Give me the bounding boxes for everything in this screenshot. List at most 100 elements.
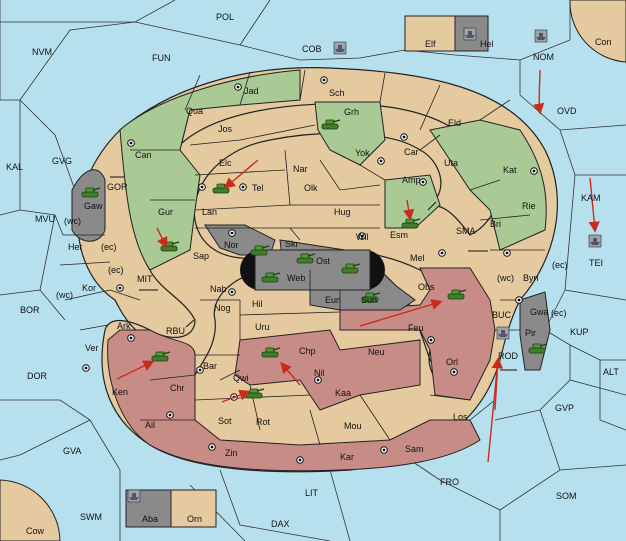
label-ark: Ark bbox=[117, 321, 131, 331]
label-can: Can bbox=[135, 150, 152, 160]
label-sun: Sun bbox=[361, 295, 377, 305]
label-cob: COB bbox=[302, 44, 322, 54]
province-orn[interactable] bbox=[170, 489, 217, 528]
label-gvg: GVG bbox=[52, 156, 72, 166]
label-hel: Hel bbox=[480, 39, 494, 49]
label-jos: Jos bbox=[218, 124, 233, 134]
label-eun: Eun bbox=[325, 295, 341, 305]
red-region-3 bbox=[339, 267, 496, 401]
label-gor: GOR bbox=[107, 182, 128, 192]
sea-labels: POL FUN COB NVM NOM OVD KAL GVG GOR KAM … bbox=[6, 12, 619, 536]
label-alt: ALT bbox=[603, 367, 619, 377]
label-ovd: OVD bbox=[557, 106, 577, 116]
label-wil: Wil bbox=[356, 232, 369, 242]
label-orl: Orl bbox=[446, 357, 458, 367]
label-fro: FRO bbox=[440, 477, 459, 487]
label-rot: Rot bbox=[256, 417, 271, 427]
label-feu: Feu bbox=[408, 323, 424, 333]
province-con[interactable] bbox=[569, 0, 626, 63]
label-skr: Skr bbox=[285, 239, 299, 249]
label-nvm: NVM bbox=[32, 47, 52, 57]
label-los: Los bbox=[453, 412, 468, 422]
province-cow[interactable] bbox=[0, 479, 61, 541]
label-grh: Grh bbox=[344, 107, 359, 117]
label-swm: SWM bbox=[80, 512, 102, 522]
label-nab: Nab bbox=[210, 284, 227, 294]
label-web: Web bbox=[287, 273, 305, 283]
label-nil: Nil bbox=[314, 368, 325, 378]
province-gaw[interactable] bbox=[71, 169, 106, 242]
label-yok: Yok bbox=[355, 148, 370, 158]
label-olk: Olk bbox=[304, 183, 318, 193]
label-uta: Uta bbox=[444, 158, 458, 168]
label-kaa: Kaa bbox=[335, 388, 351, 398]
label-fun: FUN bbox=[152, 53, 171, 63]
label-mou: Mou bbox=[344, 421, 362, 431]
coast-wc-kor: (wc) bbox=[56, 290, 73, 300]
label-mel: Mel bbox=[410, 253, 425, 263]
label-dor: DOR bbox=[27, 371, 48, 381]
label-car: Car bbox=[404, 147, 419, 157]
coast-labels: (wc) (ec) (ec) (wc) (wc) (ec) (ec) bbox=[56, 216, 568, 318]
label-sot: Sot bbox=[218, 416, 232, 426]
label-sap: Sap bbox=[193, 251, 209, 261]
label-ail: Ail bbox=[145, 420, 155, 430]
coast-ec-gwa: (ec) bbox=[551, 308, 567, 318]
label-amp: Amp bbox=[402, 175, 421, 185]
label-lan: Lan bbox=[202, 207, 217, 217]
label-rbu: RBU bbox=[166, 326, 185, 336]
label-rod: ROD bbox=[498, 351, 519, 361]
province-hel[interactable] bbox=[454, 15, 489, 52]
order-arrows bbox=[116, 69, 600, 463]
label-nor: Nor bbox=[224, 240, 239, 250]
label-her: Her bbox=[68, 242, 83, 252]
label-aba: Aba bbox=[142, 514, 158, 524]
label-neu: Neu bbox=[368, 347, 385, 357]
label-chr: Chr bbox=[170, 383, 185, 393]
label-nom: NOM bbox=[533, 52, 554, 62]
label-sma: SMA bbox=[456, 226, 476, 236]
label-tel: Tel bbox=[252, 183, 264, 193]
label-hil: Hil bbox=[252, 299, 263, 309]
label-gva: GVA bbox=[63, 446, 81, 456]
label-ken: Ken bbox=[112, 387, 128, 397]
label-elf: Elf bbox=[425, 39, 436, 49]
label-sam: Sam bbox=[405, 444, 424, 454]
province-elf[interactable] bbox=[404, 15, 456, 52]
label-ost: Ost bbox=[316, 256, 331, 266]
label-qua: Qua bbox=[186, 106, 203, 116]
coast-wc-byn: (wc) bbox=[497, 273, 514, 283]
label-eld: Eld bbox=[448, 118, 461, 128]
label-gvp: GVP bbox=[555, 403, 574, 413]
label-qwi: Qwi bbox=[233, 373, 249, 383]
label-nog: Nog bbox=[214, 303, 231, 313]
label-byn: Byn bbox=[523, 273, 539, 283]
label-bar: Bar bbox=[203, 361, 217, 371]
label-sch: Sch bbox=[329, 88, 345, 98]
label-ver: Ver bbox=[85, 343, 99, 353]
green-region-3 bbox=[429, 119, 547, 251]
label-chp: Chp bbox=[299, 346, 316, 356]
label-kam: KAM bbox=[581, 193, 601, 203]
label-kat: Kat bbox=[503, 165, 517, 175]
label-hug: Hug bbox=[334, 207, 351, 217]
coast-ec-byn: (ec) bbox=[552, 260, 568, 270]
label-kal: KAL bbox=[6, 162, 23, 172]
label-bor: BOR bbox=[20, 305, 40, 315]
coast-wc-her: (wc) bbox=[64, 216, 81, 226]
label-tei: TEI bbox=[589, 258, 603, 268]
label-zin: Zin bbox=[225, 448, 238, 458]
label-dax: DAX bbox=[271, 519, 290, 529]
red-region-2 bbox=[234, 329, 421, 411]
label-uru: Uru bbox=[255, 322, 270, 332]
label-cow: Cow bbox=[26, 526, 45, 536]
label-con: Con bbox=[595, 37, 612, 47]
label-kup: KUP bbox=[570, 327, 589, 337]
label-buc: BUC bbox=[492, 310, 512, 320]
label-jad: Jad bbox=[244, 86, 259, 96]
green-region-4 bbox=[384, 174, 441, 229]
label-gur: Gur bbox=[158, 207, 173, 217]
